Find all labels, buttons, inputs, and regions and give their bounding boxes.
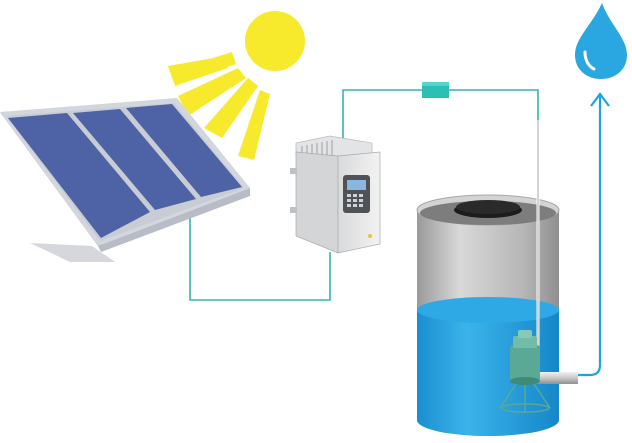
wire-inverter-to-module (342, 89, 422, 140)
connector-module-icon (422, 82, 449, 98)
solar-panel-icon (0, 98, 250, 262)
pump-icon (499, 120, 602, 413)
water-flow-arrow (590, 92, 610, 362)
wire-module-to-pump (449, 89, 539, 120)
water-drop-icon (575, 3, 627, 79)
inverter-icon (290, 135, 381, 254)
sun-icon (168, 11, 305, 160)
wire-panel-to-inverter (189, 214, 331, 301)
